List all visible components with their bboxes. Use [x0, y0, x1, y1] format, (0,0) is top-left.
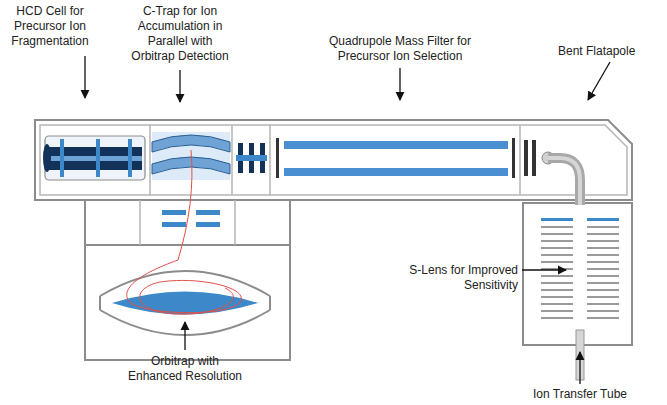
hcd-cell	[43, 136, 145, 180]
lens-plate	[541, 254, 573, 256]
lens-plate	[541, 282, 573, 284]
lens-plate	[541, 233, 573, 235]
lens-plate	[587, 282, 619, 284]
leader-arrows	[85, 56, 610, 384]
lens-plate	[587, 303, 619, 305]
part-label: Quadrupole Mass Filter for Precursor Ion…	[315, 34, 485, 64]
lens-plate	[541, 296, 573, 298]
lens-plate	[587, 226, 619, 228]
lens-plate	[587, 268, 619, 270]
part-label: Ion Transfer Tube	[520, 387, 640, 402]
part-label: S-Lens for Improved Sensitivity	[406, 263, 518, 293]
part-label: Bent Flatapole	[558, 44, 635, 59]
transfer-lenses	[236, 143, 267, 173]
lens-plate	[587, 289, 619, 291]
lens-plate	[541, 240, 573, 242]
lens-plate	[587, 233, 619, 235]
part-label: HCD Cell for Precursor Ion Fragmentation	[4, 4, 96, 49]
lens-plate	[541, 303, 573, 305]
part-label: C-Trap for Ion Accumulation in Parallel …	[130, 4, 230, 64]
s-lens	[541, 218, 619, 319]
ion-trajectory	[127, 150, 242, 314]
lens-plate	[587, 261, 619, 263]
lens-plate	[541, 289, 573, 291]
lens-plate	[541, 317, 573, 319]
lens-plate	[541, 226, 573, 228]
lens-plate	[587, 247, 619, 249]
c-trap	[152, 132, 230, 227]
lens-plate	[541, 275, 573, 277]
bent-flatapole	[524, 140, 580, 205]
housing	[35, 120, 632, 360]
lens-plate	[587, 317, 619, 319]
lens-plate	[587, 310, 619, 312]
lens-plate	[587, 254, 619, 256]
lens-plate	[541, 310, 573, 312]
quadrupole	[276, 138, 515, 178]
lens-plate	[541, 261, 573, 263]
lens-plate	[587, 275, 619, 277]
lens-plate	[587, 240, 619, 242]
lens-plate	[587, 296, 619, 298]
lens-plate	[541, 247, 573, 249]
part-label: Orbitrap with Enhanced Resolution	[124, 354, 246, 384]
inner-frame	[40, 125, 627, 245]
